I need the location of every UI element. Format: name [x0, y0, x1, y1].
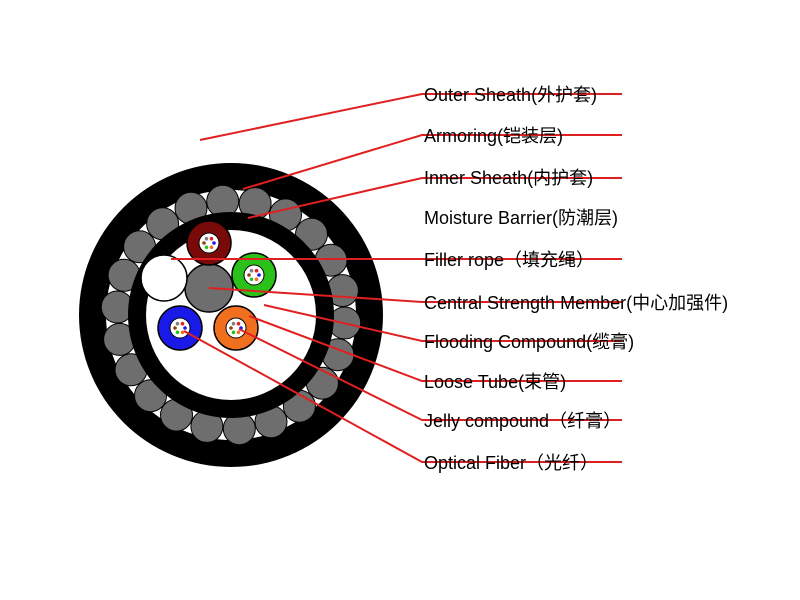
leader-loose-tube [248, 315, 622, 382]
loose-tube-dark-red [186, 220, 232, 266]
optical-fiber [212, 241, 216, 245]
jelly-compound-core [198, 232, 220, 254]
jelly-compound-core [169, 317, 191, 339]
leader-flooding-compound [263, 304, 622, 342]
optical-fiber [257, 273, 261, 277]
optical-fiber [204, 245, 209, 250]
label-inner-sheath: Inner Sheath(内护套) [424, 168, 593, 188]
optical-fiber [249, 277, 254, 282]
label-loose-tube: Loose Tube(束管) [424, 372, 566, 392]
optical-fiber [175, 321, 180, 326]
optical-fiber [173, 326, 177, 330]
label-jelly-compound: Jelly compound（纤膏） [424, 410, 621, 431]
loose-tube-blue [157, 305, 203, 351]
label-central-strength-member: Central Strength Member(中心加强件) [424, 293, 728, 313]
jelly-compound-core [225, 317, 247, 339]
leader-lines [171, 93, 622, 463]
label-filler-rope: Filler rope（填充绳） [424, 250, 594, 270]
jelly-compound-core [243, 264, 265, 286]
optical-fiber [249, 268, 254, 273]
leader-optical-fiber [183, 330, 622, 463]
optical-fiber [254, 268, 259, 273]
loose-tube-orange [213, 305, 259, 351]
optical-fiber [209, 236, 214, 241]
optical-fiber [231, 330, 236, 335]
label-optical-fiber: Optical Fiber（光纤） [424, 453, 598, 473]
label-outer-sheath: Outer Sheath(外护套) [424, 85, 597, 105]
optical-fiber [183, 326, 187, 330]
leader-armoring [242, 134, 622, 190]
leader-inner-sheath [247, 177, 622, 219]
optical-fiber [175, 330, 180, 335]
leader-jelly-compound [238, 328, 622, 421]
label-moisture-barrier: Moisture Barrier(防潮层) [424, 208, 618, 228]
label-flooding-compound: Flooding Compound(缆膏) [424, 331, 634, 352]
optical-fiber [202, 241, 206, 245]
optical-fiber [180, 321, 185, 326]
optical-fiber [247, 273, 251, 277]
loose-tube-green [231, 252, 277, 298]
leader-central-strength-member [208, 287, 622, 303]
leader-outer-sheath [199, 93, 622, 141]
optical-fiber [204, 236, 209, 241]
optical-fiber [236, 321, 241, 326]
optical-fiber [180, 330, 185, 335]
optical-fiber [229, 326, 233, 330]
filler-rope [140, 254, 188, 302]
label-armoring: Armoring(铠装层) [424, 126, 563, 146]
optical-fiber [236, 330, 241, 335]
optical-fiber [231, 321, 236, 326]
optical-fiber [209, 245, 214, 250]
optical-fiber [254, 277, 259, 282]
